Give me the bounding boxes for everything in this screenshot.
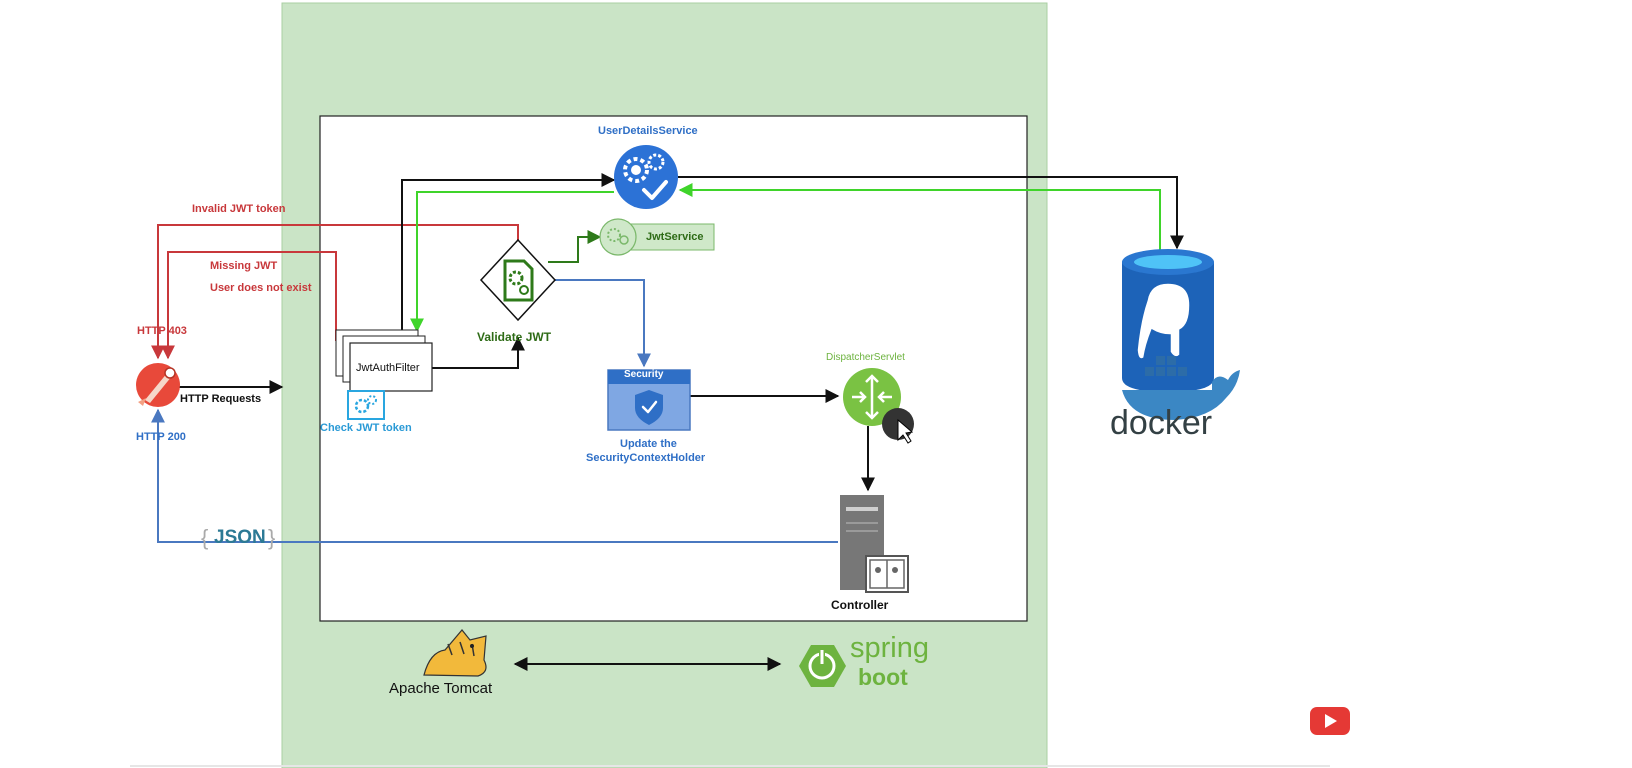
update-line1-label: Update the [620, 438, 677, 450]
spring-power-icon [799, 645, 846, 687]
validate-to-jwtservice-line [548, 230, 602, 263]
check-jwt-label: Check JWT token [320, 422, 412, 434]
docker-label: docker [1110, 404, 1213, 442]
filter-to-validate-line [428, 336, 525, 369]
postman-icon [136, 363, 180, 407]
postgres-docker-icon [1122, 249, 1240, 420]
update-line2-label: SecurityContextHolder [586, 452, 706, 464]
json-label: JSON [214, 527, 266, 548]
dispatcher-servlet-icon [843, 368, 901, 426]
youtube-icon [1310, 707, 1350, 735]
db-to-userdetails-line [678, 183, 1161, 253]
json-response-line [151, 408, 838, 543]
check-jwt-gears-icon [347, 390, 385, 420]
spring-label: spring [850, 632, 929, 664]
invalid-jwt-label: Invalid JWT token [192, 203, 286, 215]
json-brace-close: } [268, 525, 276, 550]
validate-to-security-line [554, 279, 651, 368]
invalid-jwt-line [151, 224, 519, 360]
controller-label: Controller [831, 598, 889, 612]
user-details-service-label: UserDetailsService [598, 125, 698, 137]
security-shield-icon [607, 369, 691, 431]
json-brace-open: { [201, 525, 209, 550]
validate-jwt-icon [479, 238, 557, 322]
userdetails-to-filter-line [410, 191, 614, 333]
http-200-label: HTTP 200 [136, 431, 186, 443]
dispatcher-servlet-label: DispatcherServlet [826, 352, 905, 363]
cursor-icon [882, 408, 914, 444]
validate-jwt-label: Validate JWT [477, 330, 552, 344]
jwt-auth-filter-label: JwtAuthFilter [356, 362, 420, 374]
userdetails-to-db-line [678, 176, 1184, 250]
http-403-label: HTTP 403 [137, 325, 187, 337]
tomcat-icon [423, 629, 487, 677]
gears-icon [614, 145, 678, 209]
user-not-exist-label: User does not exist [210, 282, 312, 294]
apache-tomcat-label: Apache Tomcat [389, 680, 493, 697]
jwt-auth-filter-stack [335, 329, 433, 392]
http-requests-label: HTTP Requests [180, 393, 262, 405]
security-label: Security [624, 369, 664, 380]
controller-server-icon [840, 495, 909, 593]
jwt-service-box [599, 218, 715, 256]
boot-label: boot [858, 664, 908, 690]
jwt-service-label: JwtService [646, 231, 704, 243]
missing-jwt-label: Missing JWT [210, 260, 278, 272]
